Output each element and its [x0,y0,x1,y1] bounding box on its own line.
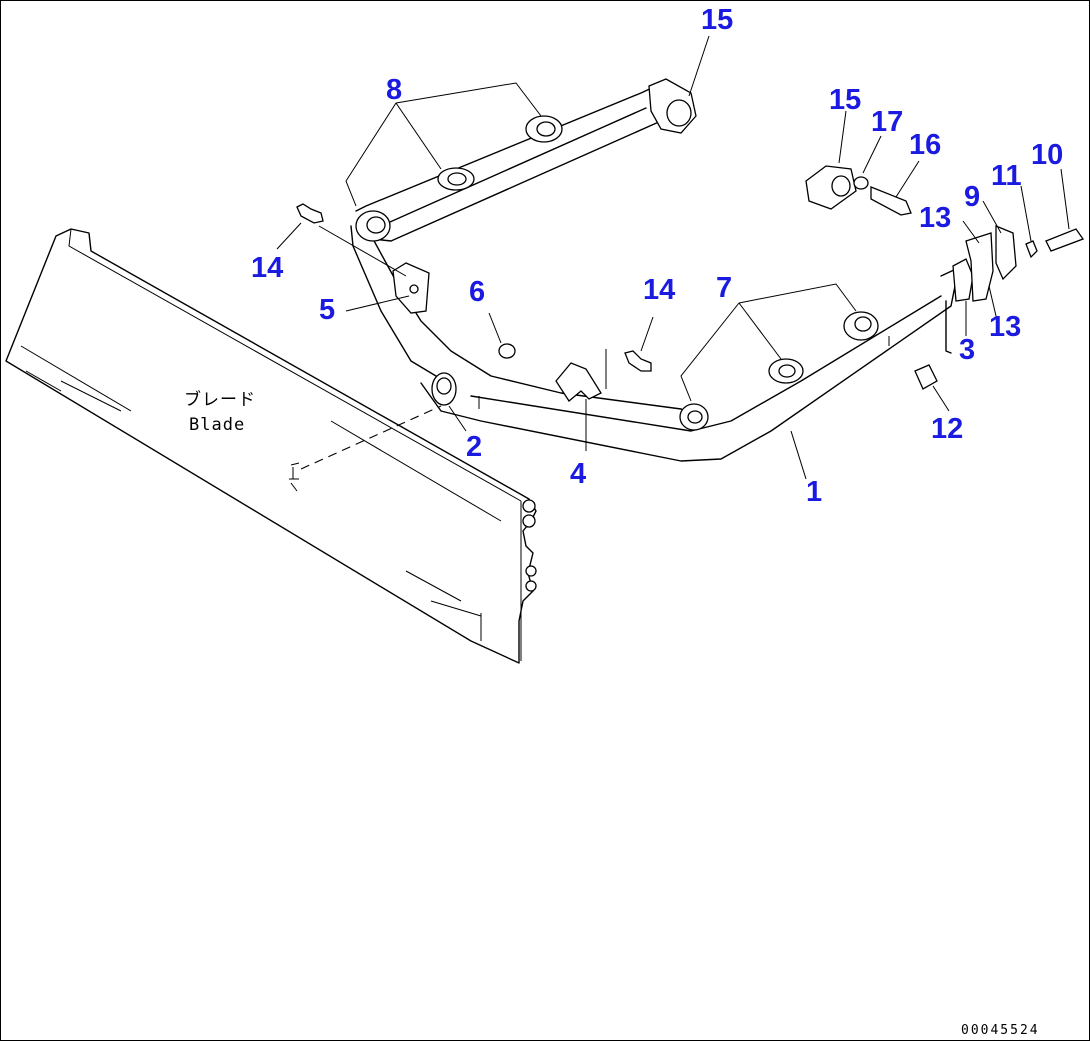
callouts: 1 2 3 4 5 6 7 8 9 10 11 12 13 13 14 14 1… [251,4,1063,508]
callout-11: 11 [991,160,1022,192]
callout-14-left: 14 [251,252,283,284]
loose-bearing-parts [805,165,912,216]
callout-9: 9 [964,181,980,213]
leader-lines [276,35,1070,480]
grease-fittings [296,203,652,372]
callout-10: 10 [1031,139,1063,171]
callout-5: 5 [319,294,335,326]
callout-13-upper: 13 [919,202,951,234]
callout-14-center: 14 [643,274,675,306]
callout-3: 3 [959,334,975,366]
trunnion-bearings [355,78,879,431]
callout-7: 7 [716,272,732,304]
callout-2: 2 [466,431,482,463]
callout-17: 17 [871,106,903,138]
callout-13-lower: 13 [989,311,1021,343]
callout-1: 1 [806,476,822,508]
callout-8: 8 [386,74,402,106]
blade-label-en: Blade [189,415,245,435]
callout-15-right: 15 [829,84,861,116]
callout-6: 6 [469,276,485,308]
callout-4: 4 [570,458,586,490]
blade-label-jp: ブレード [184,389,256,410]
drawing-number: 00045524 [961,1023,1040,1038]
callout-15-top: 15 [701,4,733,36]
callout-16: 16 [909,129,941,161]
blade: ブレード Blade [5,228,537,664]
brackets [392,262,607,402]
end-plate-assembly [914,225,1085,390]
mounting-line [300,405,442,470]
nut [498,343,516,359]
callout-12: 12 [931,413,963,445]
ball-joint [431,372,457,406]
